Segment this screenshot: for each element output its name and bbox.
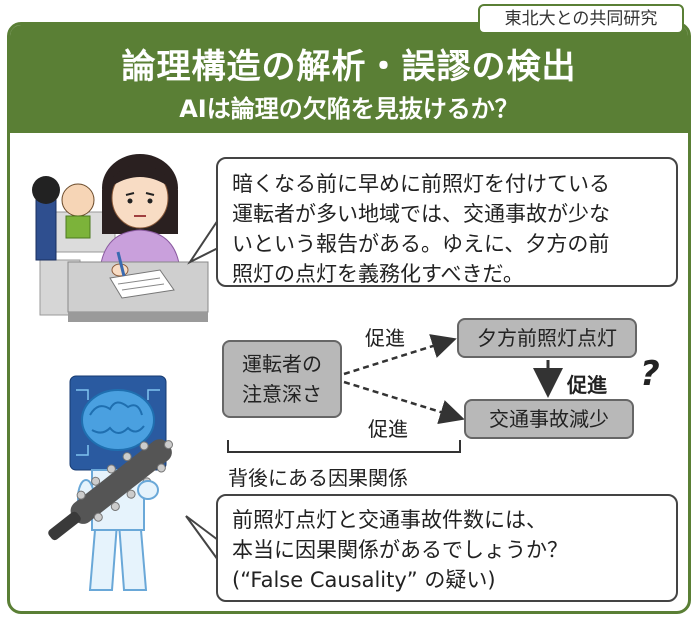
claim-line-1: 暗くなる前に早めに前照灯を付けている — [232, 172, 610, 196]
question-mark-icon: ? — [640, 354, 660, 394]
causal-arrows — [343, 334, 563, 425]
claim-speech-bubble: 暗くなる前に早めに前照灯を付けている 運転者が多い地域では、交通事故が少な いと… — [216, 157, 678, 287]
page-title: 論理構造の解析・誤謬の検出 — [121, 47, 577, 87]
question-speech-bubble: 前照灯点灯と交通事故件数には、 本当に因果関係があるでしょうか？ (“False… — [216, 494, 678, 602]
ai-robot-illustration — [48, 375, 174, 591]
claim-line-4: 照灯の点灯を義務化すべきだ。 — [232, 262, 524, 286]
page-subtitle: AIは論理の欠陥を見抜けるか？ — [179, 95, 519, 123]
claim-line-2: 運転者が多い地域では、交通事故が少な — [232, 202, 610, 226]
students-illustration — [32, 154, 209, 322]
question-line-2: 本当に因果関係があるでしょうか？ — [232, 538, 568, 562]
edge-label-vertical: 促進 — [567, 373, 607, 397]
edge-label-top: 促進 — [365, 326, 405, 350]
node-driver-line-2: 注意深さ — [242, 382, 322, 406]
question-line-3: (“False Causality” の疑い) — [232, 568, 496, 592]
edge-label-bottom: 促進 — [368, 417, 408, 441]
node-driver-attentiveness: 運転者の 注意深さ — [222, 340, 342, 418]
claim-line-3: いという報告がある。ゆえに、夕方の前 — [232, 232, 610, 256]
node-evening-headlight: 夕方前照灯点灯 — [457, 318, 637, 358]
collaboration-tag: 東北大との共同研究 — [478, 4, 684, 34]
node-accident-reduction: 交通事故減少 — [464, 399, 634, 439]
question-line-1: 前照灯点灯と交通事故件数には、 — [232, 508, 547, 532]
background-bracket — [227, 440, 461, 453]
header-band: 論理構造の解析・誤謬の検出 AIは論理の欠陥を見抜けるか？ — [10, 25, 688, 133]
node-driver-line-1: 運転者の — [242, 352, 322, 376]
background-causal-label: 背後にある因果関係 — [228, 466, 408, 490]
